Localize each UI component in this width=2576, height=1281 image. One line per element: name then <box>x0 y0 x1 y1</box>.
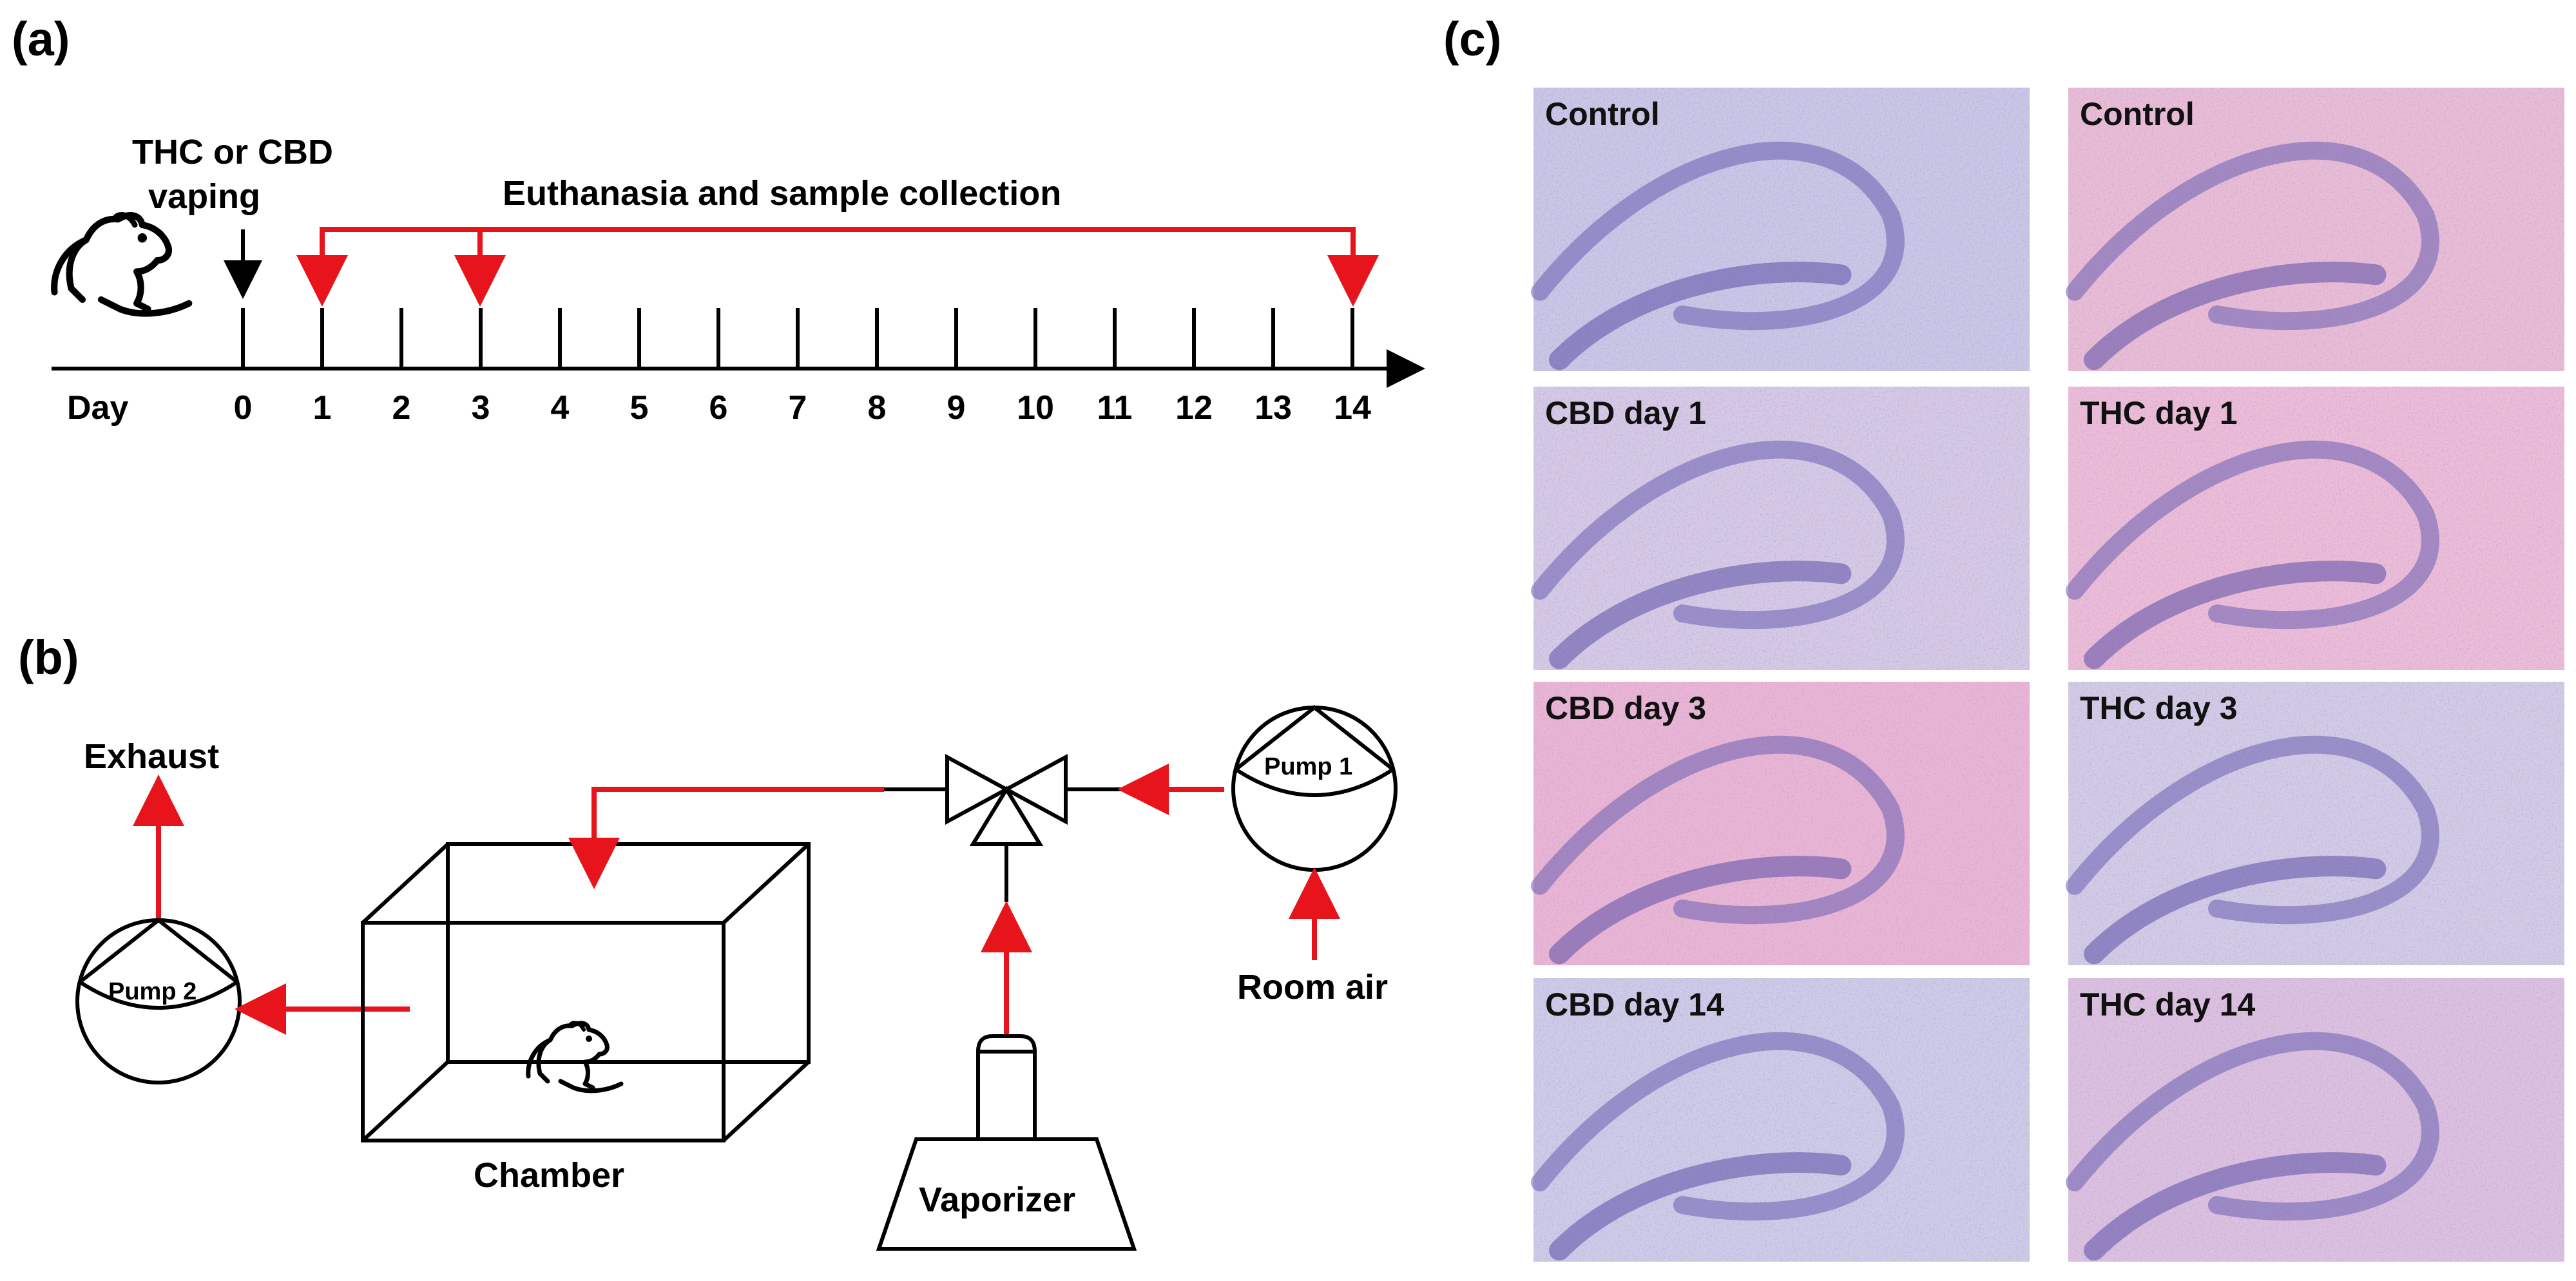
micrograph-tile: THC day 14 <box>2066 978 2564 1262</box>
vaporizer-icon <box>876 1034 1137 1251</box>
day-tick-label: 13 <box>1254 389 1292 427</box>
day-tick-label: 5 <box>630 389 649 427</box>
day-tick-label: 4 <box>551 389 570 427</box>
vaporizer-label: Vaporizer <box>919 1180 1075 1219</box>
micrograph-tile: CBD day 3 <box>1531 682 2030 965</box>
micrograph-label: CBD day 3 <box>1545 690 1706 726</box>
micrograph-label: THC day 3 <box>2080 690 2238 726</box>
dentate-gyrus-band <box>1549 262 1852 371</box>
micrograph-label: Control <box>2080 96 2195 132</box>
panel-b-label: (b) <box>18 631 79 684</box>
hippocampus-ca-band <box>2066 735 2439 925</box>
chamber-label: Chamber <box>474 1156 624 1195</box>
day-tick-label: 6 <box>709 389 728 427</box>
day-tick-label: 14 <box>1334 389 1371 427</box>
dentate-gyrus-band <box>2084 1152 2387 1261</box>
hippocampus-ca-band <box>1531 1032 1905 1221</box>
day-tick-label: 1 <box>313 389 332 427</box>
micrograph-tile: THC day 3 <box>2066 682 2564 965</box>
pump2-label: Pump 2 <box>108 978 197 1005</box>
micrograph-tile: CBD day 1 <box>1531 387 2030 670</box>
dentate-gyrus-band <box>2084 856 2387 965</box>
exhaust-label: Exhaust <box>84 737 219 776</box>
day-tick-label: 0 <box>234 389 253 427</box>
chamber-rat-icon <box>528 1023 621 1091</box>
dentate-gyrus-band <box>2084 561 2387 669</box>
dentate-gyrus-band <box>2084 262 2387 371</box>
panel-c-label: (c) <box>1443 12 1501 66</box>
day-tick-label: 12 <box>1175 389 1213 427</box>
panel-a-label: (a) <box>12 12 70 66</box>
chamber-box <box>361 842 811 1142</box>
pump1-icon <box>1231 705 1398 872</box>
day-tick-label: 9 <box>947 389 966 427</box>
micrograph-tile: Control <box>1531 88 2030 371</box>
pump1-label: Pump 1 <box>1264 753 1352 780</box>
micrograph-label: THC day 1 <box>2080 395 2238 431</box>
collection-arrows <box>296 227 1379 307</box>
hippocampus-ca-band <box>2066 1032 2439 1221</box>
day-tick-label: 11 <box>1097 389 1133 427</box>
micrograph-label: CBD day 1 <box>1545 395 1706 431</box>
day-tick-label: 10 <box>1017 389 1054 427</box>
rat-icon <box>54 215 189 313</box>
panel-a: (a) THC or CBD vaping Euthanasia and sam… <box>12 12 1425 427</box>
dentate-gyrus-band <box>1549 561 1852 669</box>
hippocampus-ca-band <box>2066 440 2439 630</box>
axis-label-day: Day <box>67 389 128 427</box>
micrograph-label: Control <box>1545 96 1660 132</box>
micrograph-tile: Control <box>2066 88 2564 371</box>
treatment-label-line1: THC or CBD <box>132 133 333 171</box>
hippocampus-ca-band <box>1531 735 1905 925</box>
panel-b: (b) Exhaust Pump 2 Chamber <box>18 631 1398 1251</box>
micrograph-tile: THC day 1 <box>2066 387 2564 670</box>
hippocampus-ca-band <box>2066 141 2439 331</box>
micrograph-tile: CBD day 14 <box>1531 978 2030 1262</box>
day-tick-label: 8 <box>868 389 887 427</box>
valve-to-chamber-arrow <box>568 787 884 889</box>
dentate-gyrus-band <box>1549 1152 1852 1261</box>
collection-bracket <box>320 227 1356 291</box>
day-tick-label: 7 <box>789 389 807 427</box>
hippocampus-ca-band <box>1531 141 1905 331</box>
room-air-label: Room air <box>1237 968 1388 1006</box>
treatment-label-line2: vaping <box>148 177 260 216</box>
micrograph-label: CBD day 14 <box>1545 987 1724 1023</box>
hippocampus-ca-band <box>1531 440 1905 630</box>
valve-icon <box>884 753 1121 902</box>
collection-label: Euthanasia and sample collection <box>503 174 1061 213</box>
micrograph-label: THC day 14 <box>2080 987 2256 1023</box>
day-tick-label: 3 <box>472 389 490 427</box>
dentate-gyrus-band <box>1549 856 1852 965</box>
day-tick-label: 2 <box>392 389 411 427</box>
